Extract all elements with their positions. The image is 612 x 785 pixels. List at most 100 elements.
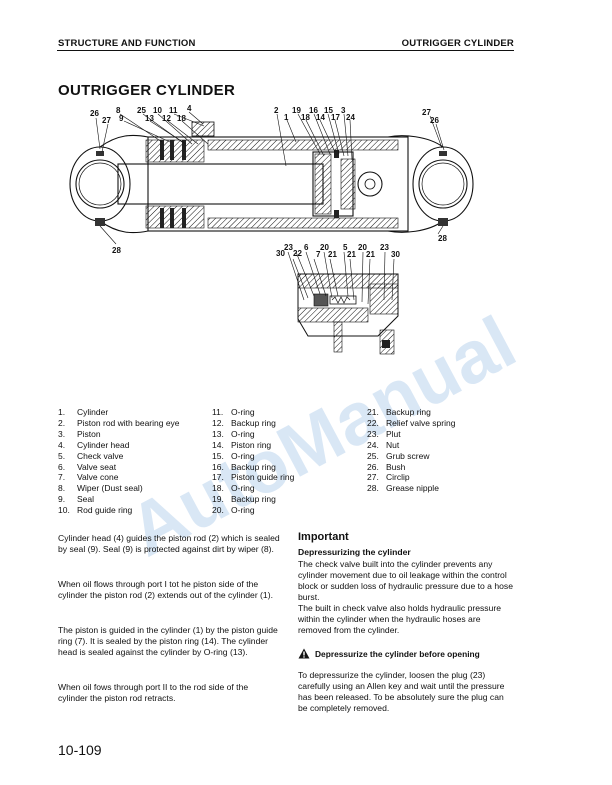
parts-list-item: 21.Backup ring [367,407,455,418]
detail-callout-22: 22 [293,249,302,258]
detail-callout-21: 21 [328,250,337,259]
detail-callout-21c: 21 [366,250,375,259]
parts-list-item: 24.Nut [367,440,455,451]
part-name: O-ring [231,407,255,417]
header-section-title: STRUCTURE AND FUNCTION [58,38,196,49]
detail-callout-5: 5 [343,243,348,252]
part-name: Backup ring [231,461,276,472]
part-number: 3. [58,428,66,439]
part-number: 4. [58,439,66,450]
detail-callout-23b: 23 [380,243,389,252]
warning-line: Depressurize the cylinder before opening [298,648,480,659]
part-name: Valve cone [77,472,119,483]
cylinder-section-drawing: 26 27 8 9 25 13 10 12 11 18 4 2 1 19 18 … [69,104,474,355]
parts-list-item: 17. Piston guide ring [212,472,294,483]
callout-8: 8 [116,106,121,115]
parts-list-item: 25.Grub screw [367,451,455,462]
part-name: Grub screw [386,450,430,461]
parts-list-item: 9.Seal [58,494,180,505]
part-number: 12. [212,417,224,428]
parts-list-item: 15.O-ring [212,451,294,462]
part-number: 14. [212,439,224,450]
paragraph-piston-guide: The piston is guided in the cylinder (1)… [58,625,278,658]
callout-18b: 18 [301,113,310,122]
part-number: 6. [58,461,66,472]
part-name: Cylinder [77,407,109,417]
callout-25: 25 [137,106,146,115]
callout-2: 2 [274,106,279,115]
part-name: Piston guide ring [231,472,295,483]
parts-list-item: 2. Piston rod with bearing eye [58,418,180,429]
part-number: 1. [58,407,66,417]
header-topic-title: OUTRIGGER CYLINDER [401,38,514,49]
parts-list-item: 5.Check valve [58,451,180,462]
part-number: 19. [212,494,224,505]
warning-text: Depressurize the cylinder before opening [315,648,480,659]
detail-callout-30b: 30 [391,250,400,259]
part-number: 23. [367,428,379,439]
detail-callout-20b: 20 [358,243,367,252]
parts-list-col1: 1. Cylinder 2. Piston rod with bearing eye 3… [58,407,180,516]
parts-list-item: 13.O-ring [212,429,294,440]
parts-list-item: 18.O-ring [212,483,294,494]
part-name: Valve seat [77,461,117,472]
callout-11: 11 [169,106,178,115]
parts-list-item: 10.Rod guide ring [58,505,180,516]
part-number: 17. [212,472,224,483]
parts-list-item: 22.Relief valve spring [367,418,455,429]
parts-list-item: 26.Bush [367,462,455,473]
callout-26: 26 [90,109,99,118]
part-number: 2. [58,417,66,428]
parts-list-item: 23.Plut [367,429,455,440]
important-heading: Important [298,531,349,543]
parts-list-item: 16.Backup ring [212,462,294,473]
part-name: Nut [386,439,400,450]
detail-callout-7: 7 [316,250,321,259]
callout-28b: 28 [438,234,447,243]
callout-16: 16 [309,106,318,115]
part-name: Wiper (Dust seal) [77,483,143,494]
detail-callout-30: 30 [276,249,285,258]
paragraph-head-seal: Cylinder head (4) guides the piston rod … [58,533,280,555]
parts-list-item: 19.Backup ring [212,494,294,505]
warning-triangle-icon [298,648,310,659]
callout-27: 27 [102,116,111,125]
part-number: 11. [212,407,224,417]
parts-list-item: 1. Cylinder [58,407,180,418]
detail-callout-20: 20 [320,243,329,252]
callout-24: 24 [346,113,355,122]
part-name: Check valve [77,450,124,461]
callout-12: 12 [162,114,171,123]
callout-18: 18 [177,114,186,123]
part-name: Grease nipple [386,483,439,494]
part-number: 8. [58,483,66,494]
page-number: 10-109 [58,742,102,758]
parts-list-item: 8. Wiper (Dust seal) [58,483,180,494]
part-number: 9. [58,494,66,505]
detail-callout-21b: 21 [347,250,356,259]
part-number: 20. [212,505,224,516]
callout-17: 17 [331,113,340,122]
part-name: Backup ring [231,417,276,428]
part-name: Cylinder head [77,439,130,450]
page-title: OUTRIGGER CYLINDER [58,82,236,99]
callout-4: 4 [187,104,192,113]
callout-26b: 26 [430,116,439,125]
part-name: O-ring [231,483,255,494]
part-name: Piston rod with bearing eye [77,417,180,428]
part-name: Backup ring [386,407,431,417]
part-name: Relief valve spring [386,417,456,428]
callout-10: 10 [153,106,162,115]
part-name: Rod guide ring [77,505,133,516]
detail-callout-23: 23 [284,243,293,252]
part-number: 15. [212,450,224,461]
callout-13: 13 [145,114,154,123]
parts-list-item: 28.Grease nipple [367,483,455,494]
callout-28: 28 [112,246,121,255]
callout-9: 9 [119,114,124,123]
part-name: O-ring [231,505,255,516]
paragraph-port-one: When oil flows through port I tot he pis… [58,579,273,601]
detail-callout-6: 6 [304,243,309,252]
parts-list-item: 20. O-ring [212,505,294,516]
